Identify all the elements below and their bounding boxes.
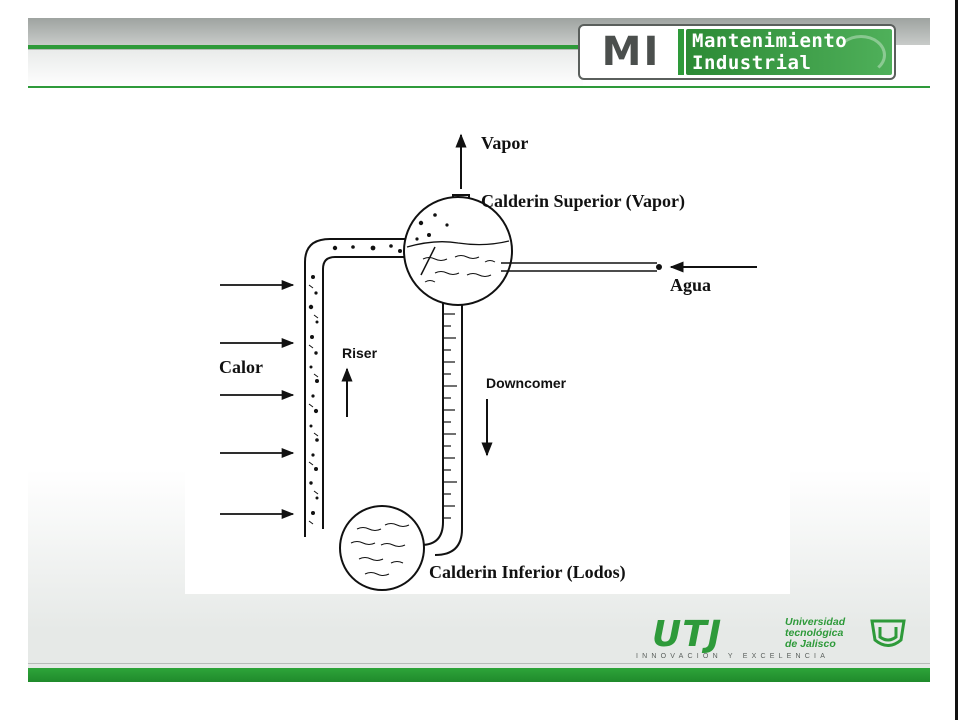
logo-swoosh-icon <box>836 35 886 75</box>
label-upper-drum: Calderin Superior (Vapor) <box>481 191 686 211</box>
upper-drum <box>403 196 513 306</box>
footer-divider <box>28 663 930 664</box>
boiler-circulation-diagram: Vapor Calderin Superior (Vapor) Agua Cal… <box>185 117 790 594</box>
riser-tube <box>304 238 410 537</box>
logo-title-line1: Mantenimiento <box>692 30 848 52</box>
slide-edge <box>955 0 958 720</box>
utj-name-lines: Universidad tecnológica de Jalisco <box>785 617 875 650</box>
footer-green-band <box>28 668 930 682</box>
logo-initials: MI <box>601 29 661 75</box>
utj-motto: INNOVACION Y EXCELENCIA <box>636 653 830 660</box>
utj-shield-icon <box>870 619 906 647</box>
utj-line: de Jalisco <box>785 638 836 650</box>
utj-logo-text: UTJ <box>652 614 723 655</box>
header-divider <box>28 86 930 88</box>
utj-line: tecnológica <box>785 627 844 639</box>
logo-title-line2: Industrial <box>692 52 812 74</box>
downcomer-tube <box>420 289 444 546</box>
logo-separator <box>678 29 684 75</box>
label-vapor: Vapor <box>481 133 529 153</box>
feed-water-pipe <box>501 262 657 272</box>
header-tab <box>28 49 583 88</box>
label-calor: Calor <box>219 357 263 377</box>
label-agua: Agua <box>670 275 712 295</box>
lower-drum <box>339 505 425 591</box>
label-downcomer: Downcomer <box>486 375 567 391</box>
header-green-stripe <box>28 45 588 49</box>
logo-title-block: Mantenimiento Industrial <box>686 29 892 75</box>
utj-line: Universidad <box>785 616 846 628</box>
diagram-drawing <box>220 133 757 591</box>
mantenimiento-industrial-logo: MI Mantenimiento Industrial <box>578 24 896 80</box>
label-lower-drum: Calderin Inferior (Lodos) <box>429 562 626 582</box>
label-riser: Riser <box>342 345 378 361</box>
